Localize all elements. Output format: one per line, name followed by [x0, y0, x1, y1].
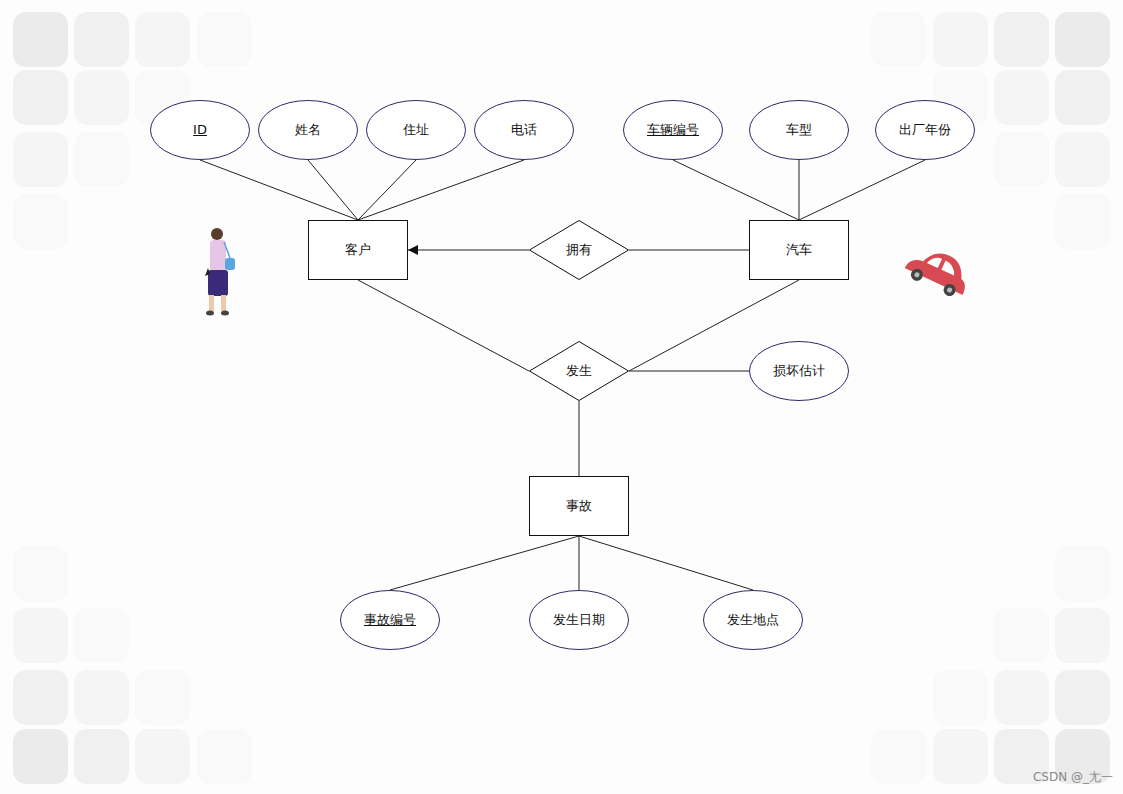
background-tile	[933, 670, 988, 725]
background-tile	[1055, 70, 1110, 125]
background-tile	[994, 608, 1049, 663]
background-tile	[13, 70, 68, 125]
background-tile	[1055, 670, 1110, 725]
relationship-diamond: 拥有	[529, 220, 629, 280]
entity-box: 汽车	[749, 220, 849, 280]
connector-line	[358, 280, 529, 371]
background-tile	[13, 670, 68, 725]
entity-box: 事故	[529, 476, 629, 536]
node-label: 拥有	[566, 242, 592, 258]
node-label: 电话	[511, 122, 537, 138]
connector-line	[408, 250, 529, 251]
background-tile	[13, 729, 68, 784]
background-tile	[74, 132, 129, 187]
attribute-ellipse: 出厂年份	[875, 100, 975, 160]
background-tile	[1055, 12, 1110, 67]
connector-line	[629, 250, 749, 251]
attribute-ellipse: 发生日期	[529, 590, 629, 650]
node-label: 汽车	[786, 242, 812, 258]
node-label: 事故编号	[364, 612, 416, 628]
node-label: 车辆编号	[647, 122, 699, 138]
background-tile	[135, 729, 190, 784]
connector-line	[673, 160, 799, 220]
node-label: 车型	[786, 122, 812, 138]
connector-line	[579, 401, 580, 476]
background-tile	[933, 12, 988, 67]
background-tile	[74, 729, 129, 784]
background-tile	[994, 70, 1049, 125]
background-tile	[74, 670, 129, 725]
background-tile	[13, 132, 68, 187]
background-tile	[197, 729, 252, 784]
background-tile	[135, 670, 190, 725]
connector-line	[308, 160, 358, 220]
connector-line	[200, 160, 358, 220]
node-label: 客户	[345, 242, 371, 258]
node-label: 发生日期	[553, 612, 605, 628]
background-tile	[933, 729, 988, 784]
attribute-ellipse: 车辆编号	[623, 100, 723, 160]
background-tile	[13, 194, 68, 249]
connector-line	[799, 160, 800, 220]
background-tile	[994, 132, 1049, 187]
background-tile	[1055, 132, 1110, 187]
connector-line	[799, 160, 925, 220]
car-figure	[902, 241, 976, 302]
background-tile	[13, 608, 68, 663]
background-tile	[74, 12, 129, 67]
attribute-ellipse: 电话	[474, 100, 574, 160]
background-tile	[13, 546, 68, 601]
connector-line	[579, 536, 580, 590]
background-tile	[994, 12, 1049, 67]
node-label: 发生地点	[727, 612, 779, 628]
background-tile	[74, 70, 129, 125]
node-label: 发生	[566, 363, 592, 379]
background-tile	[197, 12, 252, 67]
node-label: 姓名	[295, 122, 321, 138]
attribute-ellipse: 发生地点	[703, 590, 803, 650]
person-figure	[205, 228, 235, 316]
background-tile	[994, 670, 1049, 725]
attribute-ellipse: 姓名	[258, 100, 358, 160]
background-tile	[1055, 608, 1110, 663]
connector-line	[579, 536, 753, 590]
relationship-diamond: 发生	[529, 341, 629, 401]
watermark: CSDN @_尢一	[1033, 769, 1113, 786]
node-label: 损坏估计	[773, 363, 825, 379]
node-label: ID	[193, 122, 207, 138]
attribute-ellipse: 车型	[749, 100, 849, 160]
attribute-ellipse: 损坏估计	[749, 341, 849, 401]
attribute-ellipse: ID	[150, 100, 250, 160]
background-tile	[13, 12, 68, 67]
background-tile	[871, 12, 926, 67]
background-tile	[1055, 194, 1110, 249]
connector-line	[390, 536, 579, 590]
attribute-ellipse: 事故编号	[340, 590, 440, 650]
node-label: 事故	[566, 498, 592, 514]
entity-box: 客户	[308, 220, 408, 280]
node-label: 出厂年份	[899, 122, 951, 138]
background-tile	[135, 12, 190, 67]
connector-line	[358, 160, 524, 220]
background-tile	[74, 608, 129, 663]
background-tile	[871, 729, 926, 784]
background-tile	[1055, 546, 1110, 601]
connector-line	[358, 160, 416, 220]
node-label: 住址	[403, 122, 429, 138]
attribute-ellipse: 住址	[366, 100, 466, 160]
connector-line	[629, 371, 749, 372]
